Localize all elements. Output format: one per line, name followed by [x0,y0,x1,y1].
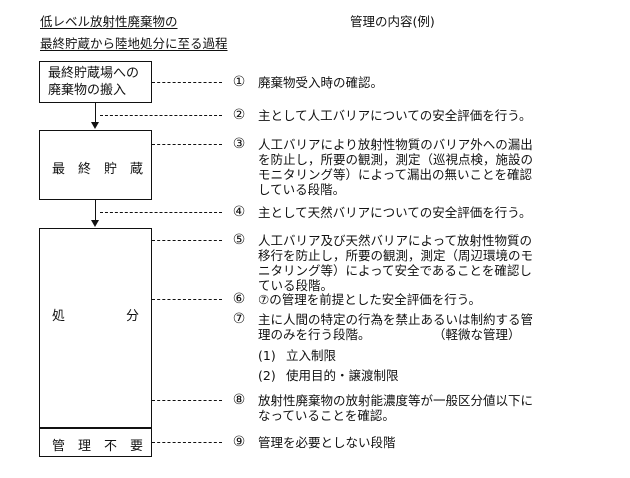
connector-dash [100,115,222,116]
item-7-number: ⑦ [232,311,246,327]
connector-dash [152,82,222,83]
stage-label-disposal-right: 分 [126,309,140,324]
item-4-number: ④ [232,204,246,220]
arrow-line-2 [95,200,96,221]
stage-label-final-storage: 最 終 貯 蔵 [52,162,144,177]
arrow-line-1 [95,103,96,123]
item-3-line4: している段階。 [258,182,346,197]
item-8-number: ⑧ [232,392,246,408]
subitem-2-text: 使用目的・譲渡制限 [286,368,399,383]
subitem-1-number: (1) [258,348,276,363]
item-5-line3: ニタリング等）によって安全であることを確認し [258,263,532,278]
item-3-number: ③ [232,136,246,152]
arrow-down-icon [91,220,99,227]
item-9-number: ⑨ [232,434,246,450]
item-3-line2: を防止し，所要の観測，測定（巡視点検，施設の [258,152,534,167]
item-2-line1: 主として人工バリアについての安全評価を行う。 [258,108,532,123]
item-9-line1: 管理を必要としない段階 [258,435,396,450]
connector-dash [152,442,222,443]
item-1-line1: 廃棄物受入時の確認。 [258,75,384,90]
stage-label-transport-line1: 最終貯蔵場への [48,66,140,81]
management-content-heading: 管理の内容(例) [350,14,435,29]
connector-dash [100,212,222,213]
connector-dash [152,299,222,300]
item-8-line1: 放射性廃棄物の放射能濃度等が一般区分値以下に [258,393,534,408]
stage-box-disposal: 処 分 [39,228,152,428]
stage-label-disposal-left: 処 [52,309,66,324]
item-5-line1: 人工バリア及び天然バリアによって放射性物質の [258,233,533,248]
item-7-line1: 主に人間の特定の行為を禁止あるいは制約する管 [258,312,534,327]
subitem-2-number: (2) [258,368,276,383]
process-title-line2: 最終貯蔵から陸地処分に至る過程 [40,36,228,51]
stage-label-no-management: 管 理 不 要 [52,439,144,454]
item-6-number: ⑥ [232,291,246,307]
arrow-down-icon [91,122,99,129]
item-1-number: ① [232,74,246,90]
process-title-line1: 低レベル放射性廃棄物の [40,14,178,29]
item-6-line1: ⑦の管理を前提とした安全評価を行う。 [258,292,481,307]
item-3-line1: 人工バリアにより放射性物質のバリア外への漏出 [258,137,533,152]
item-5-number: ⑤ [232,232,246,248]
item-5-line4: ている段階。 [258,278,334,293]
connector-dash [152,400,222,401]
stage-box-final-storage: 最 終 貯 蔵 [39,130,152,200]
stage-box-transport: 最終貯蔵場への 廃棄物の搬入 [39,61,152,103]
item-2-number: ② [232,107,246,123]
connector-dash [152,240,222,241]
item-5-line2: 移行を防止し，所要の観測，測定（周辺環境のモ [258,248,534,263]
stage-label-transport-line2: 廃棄物の搬入 [48,83,127,98]
subitem-1-text: 立入制限 [286,348,337,363]
item-8-line2: なっていることを確認。 [258,408,395,423]
item-4-line1: 主として天然バリアについての安全評価を行う。 [258,205,532,220]
item-7-line2: 理のみを行う段階。 （軽微な管理） [258,327,521,342]
connector-dash [152,144,222,145]
stage-box-no-management: 管 理 不 要 [39,428,152,457]
item-3-line3: モニタリング等）によって漏出の無いことを確認 [258,167,533,182]
